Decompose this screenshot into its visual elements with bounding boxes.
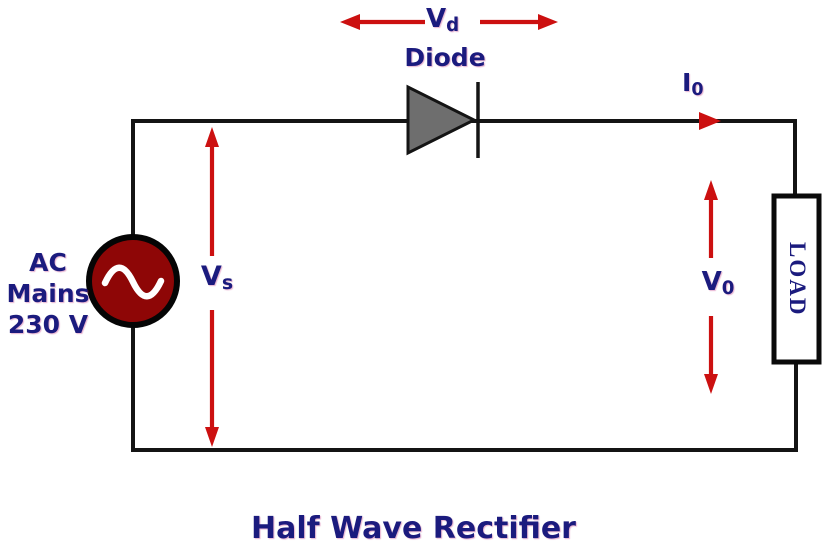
diagram-title: Half Wave Rectifier	[251, 511, 576, 546]
vs-label: Vs	[196, 261, 238, 294]
vs-main: V	[200, 261, 222, 292]
vs-arrow-down-head	[205, 427, 219, 447]
i0-current-arrowhead	[699, 112, 721, 130]
v0-main: V	[701, 267, 722, 297]
v0-label: V0	[696, 267, 740, 299]
diode-label: Diode	[404, 43, 486, 72]
i0-label: I0	[682, 68, 704, 100]
i0-main: I	[682, 68, 692, 97]
vd-arrow-left-head	[340, 14, 360, 30]
vd-sub: d	[446, 15, 460, 36]
diode-triangle	[406, 84, 478, 156]
sine-wave-icon	[101, 264, 165, 300]
vs-arrow-up-head	[205, 127, 219, 147]
vd-arrow-right-head	[538, 14, 558, 30]
vd-label: Vd	[426, 4, 459, 36]
ac-source-line3: 230 V	[7, 310, 89, 339]
v0-arrow-down-head	[704, 374, 718, 394]
ac-source-label: AC Mains 230 V	[0, 247, 96, 340]
i0-sub: 0	[691, 79, 704, 100]
load-box	[771, 193, 822, 365]
v0-arrow-up-head	[704, 180, 718, 200]
load-label: LOAD	[785, 241, 810, 317]
vd-main: V	[426, 4, 447, 34]
ac-source-line2: Mains	[6, 279, 90, 308]
ac-source-line1: AC	[29, 248, 67, 277]
vs-sub: s	[221, 272, 234, 295]
v0-sub: 0	[721, 278, 735, 299]
